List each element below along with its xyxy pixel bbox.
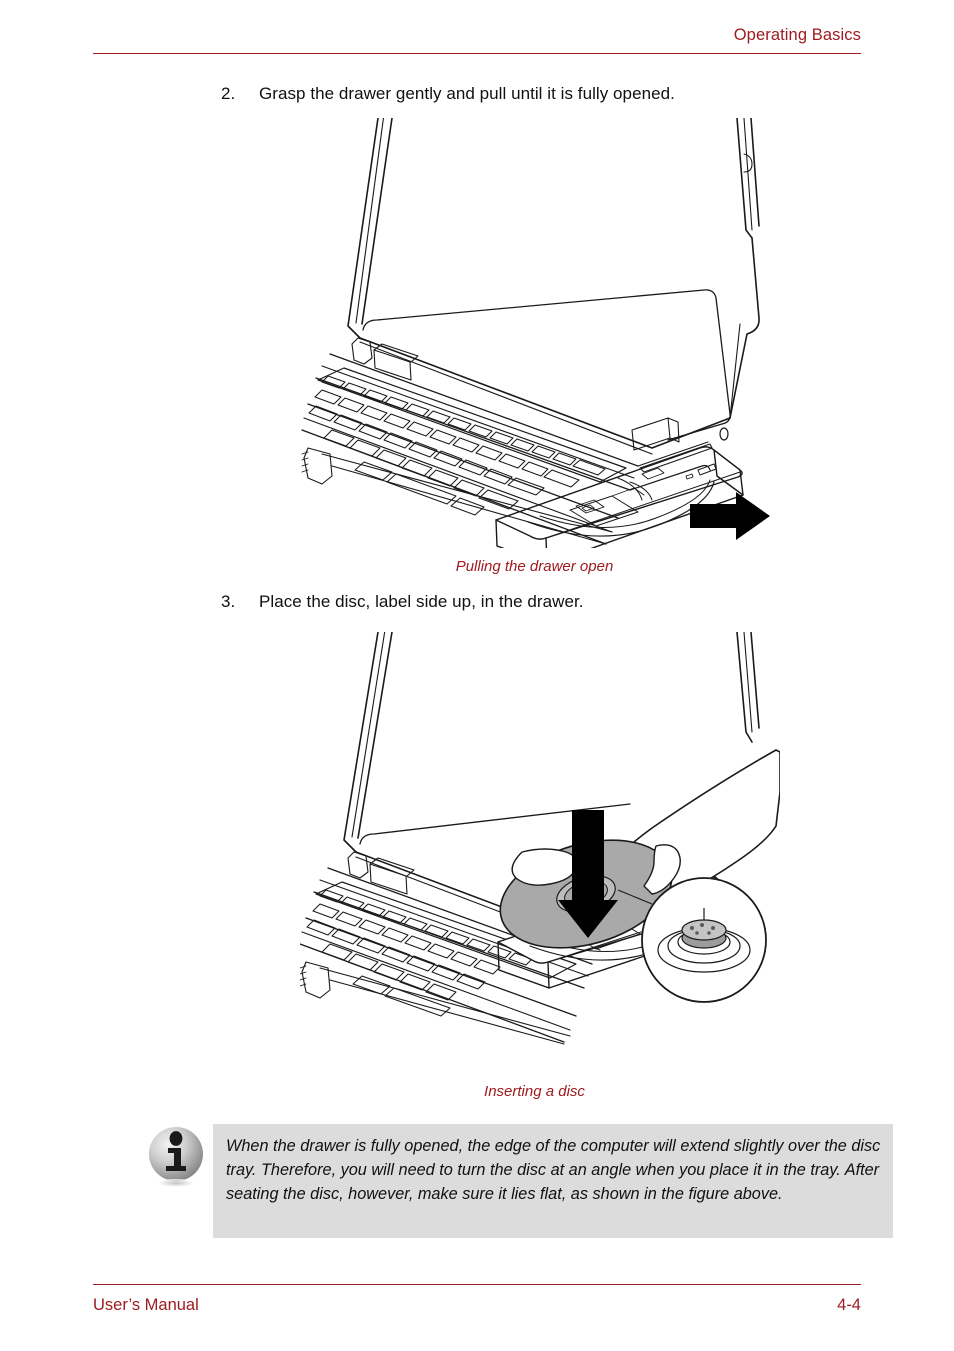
step-text: Grasp the drawer gently and pull until i… bbox=[259, 84, 675, 103]
step-item-3: 3. Place the disc, label side up, in the … bbox=[221, 592, 584, 612]
step-item-2: 2. Grasp the drawer gently and pull until… bbox=[221, 84, 675, 104]
header-divider bbox=[93, 53, 861, 55]
header-title: Operating Basics bbox=[733, 26, 861, 44]
footer-manual-label: User’s Manual bbox=[93, 1296, 199, 1314]
step-number: 2. bbox=[221, 84, 236, 103]
figure-caption-1: Pulling the drawer open bbox=[455, 558, 614, 575]
pull-direction-arrow bbox=[690, 492, 770, 540]
step-number: 3. bbox=[221, 592, 236, 611]
figure-caption-2: Inserting a disc bbox=[484, 1083, 585, 1100]
insert-direction-arrow bbox=[558, 810, 618, 938]
info-icon bbox=[148, 1126, 206, 1188]
footer-page-number: 4-4 bbox=[837, 1296, 861, 1314]
figure-inserting-a-disc bbox=[300, 632, 780, 1072]
page-header: Operating Basics bbox=[93, 26, 861, 58]
footer-divider bbox=[93, 1284, 861, 1286]
step-text: Place the disc, label side up, in the dr… bbox=[259, 592, 584, 611]
page-footer: User’s Manual 4-4 bbox=[93, 1284, 861, 1324]
figure-pulling-drawer-open bbox=[300, 118, 780, 548]
note-text: When the drawer is fully opened, the edg… bbox=[226, 1137, 881, 1204]
note-box: When the drawer is fully opened, the edg… bbox=[213, 1124, 893, 1238]
